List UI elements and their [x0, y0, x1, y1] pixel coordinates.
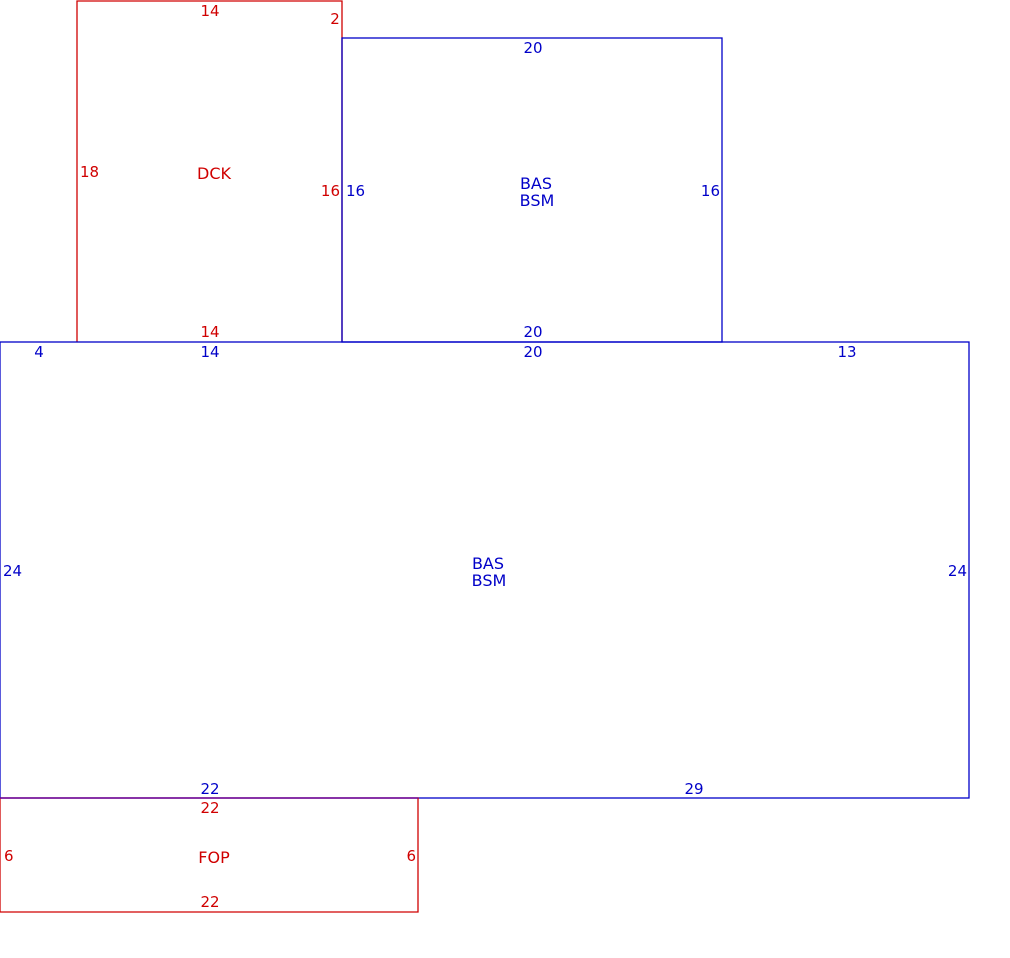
main-basement-top-segment-3: 20	[523, 343, 542, 361]
main-basement-top-segment-4: 13	[837, 343, 856, 361]
main-basement-top-segment-1: 4	[34, 343, 44, 361]
upper-basement-bottom-dimension: 20	[523, 323, 542, 341]
upper-basement-left-dimension: 16	[346, 182, 365, 200]
porch-top-dimension: 22	[200, 799, 219, 817]
porch-code-label: FOP	[198, 848, 230, 867]
deck-corner-dimension: 2	[330, 10, 340, 28]
deck-bottom-dimension: 14	[200, 323, 219, 341]
main-basement-bottom-segment-2: 29	[684, 780, 703, 798]
main-basement-code-2: BSM	[472, 571, 507, 590]
main-basement-outline	[0, 341, 970, 799]
main-basement-right-dimension: 24	[948, 562, 967, 580]
main-basement-top-segment-2: 14	[200, 343, 219, 361]
deck-code-label: DCK	[197, 164, 231, 183]
porch-bottom-dimension: 22	[200, 893, 219, 911]
main-basement-left-dimension: 24	[3, 562, 22, 580]
porch-left-dimension: 6	[4, 847, 14, 865]
main-basement-code-1: BAS	[472, 554, 504, 573]
porch-area: 22 6 6 22 FOP	[0, 797, 419, 913]
upper-basement-code-2: BSM	[520, 191, 555, 210]
deck-right-dimension: 16	[321, 182, 340, 200]
main-basement-bottom-segment-1: 22	[200, 780, 219, 798]
upper-basement-area: 20 16 16 20 BAS BSM	[341, 37, 723, 343]
deck-left-dimension: 18	[80, 163, 99, 181]
upper-basement-code-1: BAS	[520, 174, 552, 193]
upper-basement-right-dimension: 16	[701, 182, 720, 200]
deck-top-dimension: 14	[200, 2, 219, 20]
upper-basement-top-dimension: 20	[523, 39, 542, 57]
porch-right-dimension: 6	[406, 847, 416, 865]
main-basement-area: 4 14 20 13 24 24 22 29 BAS BSM	[0, 341, 970, 799]
